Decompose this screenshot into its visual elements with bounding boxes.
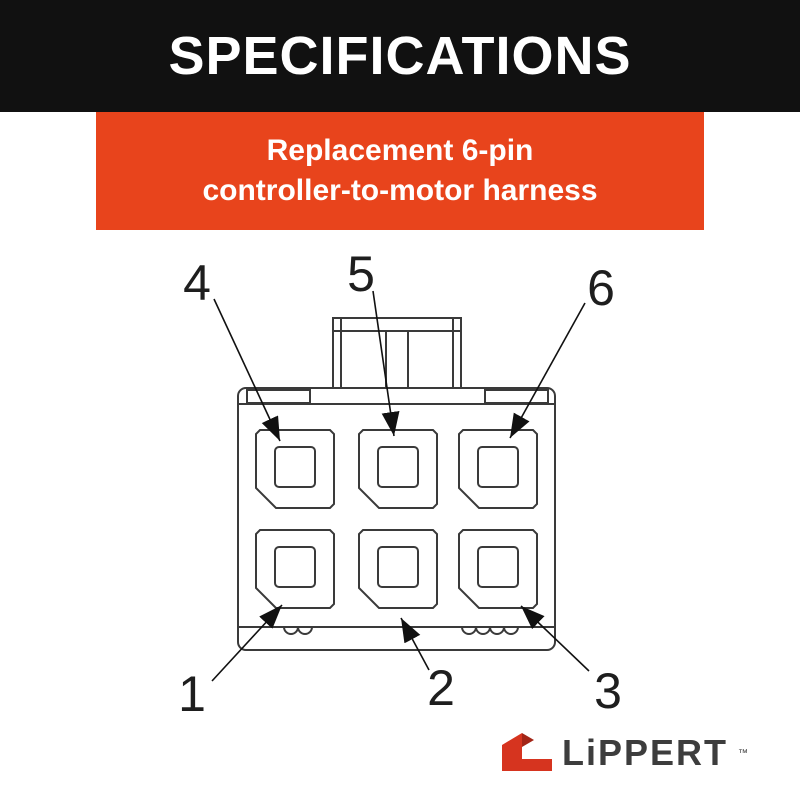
connector-housing [237, 387, 556, 651]
housing-step-left [246, 389, 311, 404]
callout-arrows [211, 290, 590, 682]
pin-cavity-5 [358, 429, 438, 509]
header-bar: SPECIFICATIONS [0, 0, 800, 112]
lippert-logo-icon [501, 733, 552, 771]
subtitle-banner: Replacement 6-pin controller-to-motor ha… [96, 112, 704, 230]
pin-cavity-1 [255, 529, 335, 609]
lippert-logo-text: LiPPERT [561, 732, 728, 773]
pin-contact-6 [477, 446, 519, 488]
trademark-symbol: ™ [738, 747, 748, 759]
housing-step-right [484, 389, 549, 404]
pin-contact-3 [477, 546, 519, 588]
pin-contact-2 [377, 546, 419, 588]
coil-detail-left [283, 626, 313, 635]
callout-label-1: 1 [178, 666, 206, 722]
arrow-pin-4 [213, 298, 281, 442]
arrow-pin-6 [509, 302, 586, 439]
pin-cavity-6 [458, 429, 538, 509]
coil-detail-right [461, 626, 519, 635]
subtitle-line-1: Replacement 6-pin [266, 133, 534, 167]
pin-cavity-2 [358, 529, 438, 609]
arrow-pin-2 [400, 617, 430, 671]
arrow-pin-5 [372, 290, 400, 437]
subtitle-line-2: controller-to-motor harness [202, 174, 598, 207]
callout-label-6: 6 [587, 260, 615, 316]
callout-label-5: 5 [347, 246, 375, 302]
pin-cavity-4 [255, 429, 335, 509]
arrow-pin-1 [211, 604, 283, 682]
callout-label-4: 4 [183, 255, 211, 311]
page-title: SPECIFICATIONS [168, 26, 632, 86]
callout-label-2: 2 [427, 660, 455, 716]
pin-contact-1 [274, 546, 316, 588]
arrow-pin-3 [520, 605, 590, 672]
callout-label-3: 3 [594, 663, 622, 719]
brand-logo: LiPPERT ™ [500, 732, 748, 774]
connector-latch [332, 317, 462, 389]
pin-contact-4 [274, 446, 316, 488]
connector-body-group [237, 317, 556, 651]
pin-contact-5 [377, 446, 419, 488]
pin-cavity-3 [458, 529, 538, 609]
